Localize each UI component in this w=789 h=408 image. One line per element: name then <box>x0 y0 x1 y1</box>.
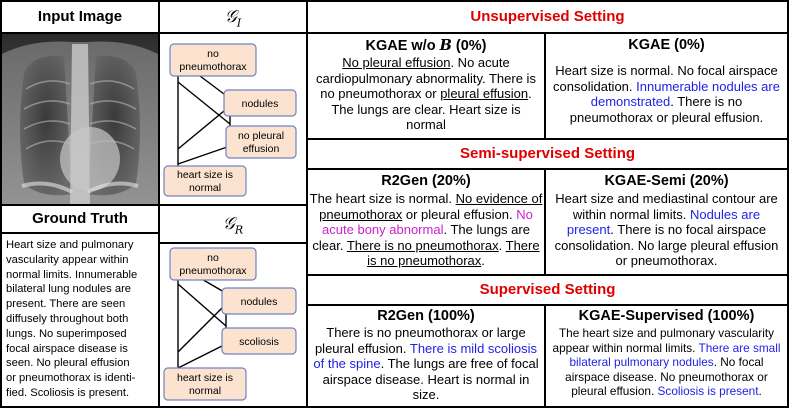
r2gen-100-cell: R2Gen (100%) There is no pneumothorax or… <box>306 304 546 408</box>
gi-graph-cell: no pneumothorax nodules no pleural effus… <box>158 32 308 206</box>
r2gen-20-report: The heart size is normal. No evidence of… <box>309 191 543 269</box>
input-image-header: Input Image <box>37 8 123 25</box>
kgae-semi-report: Heart size and mediastinal contour are w… <box>554 191 779 269</box>
gi-node-label: effusion <box>243 143 280 155</box>
input-image-header-cell: Input Image <box>0 0 160 34</box>
ground-truth-line: diffusely throughout both <box>6 312 129 325</box>
input-image-cell <box>0 32 160 206</box>
gr-graph: no pneumothorax nodules scoliosis heart … <box>163 247 297 401</box>
ground-truth-line: lungs. No superimposed <box>6 327 127 340</box>
ground-truth-header: Ground Truth <box>32 210 128 227</box>
supervised-header-cell: Supervised Setting <box>306 274 789 306</box>
gi-node-no-pleural-effusion: no pleural effusion <box>225 125 297 159</box>
kgae-cell: KGAE (0%) Heart size is normal. No focal… <box>544 32 789 140</box>
ground-truth-line: fied. Scoliosis is present. <box>6 386 130 399</box>
gi-node-no-pneumothorax: no pneumothorax <box>169 43 257 77</box>
gr-node-label: heart size is <box>177 372 233 384</box>
ground-truth-line: seen. No pleural effusion <box>6 357 130 370</box>
gr-node-label: scoliosis <box>239 336 279 348</box>
ground-truth-line: normal limits. Innumerable <box>6 268 138 281</box>
kgae-wo-b-report: No pleural effusion. No acute cardiopulm… <box>316 55 536 133</box>
gr-node-label: nodules <box>241 296 278 308</box>
gi-node-label: heart size is <box>177 169 233 181</box>
gr-node-label: pneumothorax <box>179 265 247 277</box>
gi-graph: no pneumothorax nodules no pleural effus… <box>163 43 297 197</box>
ground-truth-cell: Heart size and pulmonary vascularity appe… <box>0 232 160 408</box>
gi-node-label: no pleural <box>238 130 284 142</box>
gi-edges <box>177 74 231 166</box>
kgae-supervised-title: KGAE-Supervised (100%) <box>578 308 755 324</box>
gi-node-label: pneumothorax <box>179 61 247 73</box>
kgae-semi-cell: KGAE-Semi (20%) Heart size and mediastin… <box>544 168 789 276</box>
gi-node-label: normal <box>189 182 221 194</box>
gr-node-label: no <box>207 252 219 264</box>
r2gen-20-title: R2Gen (20%) <box>381 173 471 189</box>
r2gen-20-cell: R2Gen (20%) The heart size is normal. No… <box>306 168 546 276</box>
kgae-wo-b-title: KGAE w/o B (0%) <box>365 37 487 54</box>
gr-node-heart-size-is-normal: heart size is normal <box>163 367 247 401</box>
chest-xray-image <box>2 34 158 204</box>
kgae-semi-title: KGAE-Semi (20%) <box>604 173 729 189</box>
gi-node-heart-size-is-normal: heart size is normal <box>163 165 247 197</box>
ground-truth-line: bilateral lung nodules are <box>6 283 132 296</box>
unsupervised-header-cell: Unsupervised Setting <box>306 0 789 34</box>
gi-node-label: no <box>207 48 219 60</box>
semi-setting-title: Semi-supervised Setting <box>459 145 636 162</box>
gi-node-label: nodules <box>242 98 279 110</box>
ground-truth-text: Heart size and pulmonary vascularity appe… <box>6 238 137 401</box>
r2gen-100-title: R2Gen (100%) <box>377 308 475 324</box>
semi-header-cell: Semi-supervised Setting <box>306 138 789 170</box>
kgae-report: Heart size is normal. No focal airspace … <box>553 63 780 125</box>
ground-truth-header-cell: Ground Truth <box>0 204 160 234</box>
unsupervised-setting-title: Unsupervised Setting <box>470 8 625 25</box>
gr-edges <box>177 276 227 370</box>
ground-truth-line: present. There are seen <box>6 298 126 311</box>
kgae-supervised-cell: KGAE-Supervised (100%) The heart size an… <box>544 304 789 408</box>
gr-graph-cell: no pneumothorax nodules scoliosis heart … <box>158 242 308 408</box>
gr-node-label: normal <box>189 385 221 397</box>
gr-node-scoliosis: scoliosis <box>221 327 297 355</box>
gr-header-cell: 𝒢R <box>158 204 308 244</box>
gi-label: 𝒢I <box>224 7 242 30</box>
ground-truth-line: vascularity appear within <box>6 253 129 266</box>
gi-node-nodules: nodules <box>223 89 297 117</box>
supervised-setting-title: Supervised Setting <box>479 281 616 298</box>
r2gen-100-report: There is no pneumothorax or large pleura… <box>313 325 539 403</box>
gr-node-no-pneumothorax: no pneumothorax <box>169 247 257 281</box>
kgae-wo-b-cell: KGAE w/o B (0%) No pleural effusion. No … <box>306 32 546 140</box>
ground-truth-line: Heart size and pulmonary <box>6 239 134 251</box>
gi-header-cell: 𝒢I <box>158 0 308 34</box>
gr-node-nodules: nodules <box>221 287 297 315</box>
ground-truth-line: or pneumothorax is identi- <box>6 372 136 385</box>
gr-label: 𝒢R <box>222 214 244 237</box>
ground-truth-line: focal airspace disease is <box>6 342 128 355</box>
kgae-supervised-report: The heart size and pulmonary vascularity… <box>552 326 781 399</box>
kgae-title: KGAE (0%) <box>628 37 705 53</box>
